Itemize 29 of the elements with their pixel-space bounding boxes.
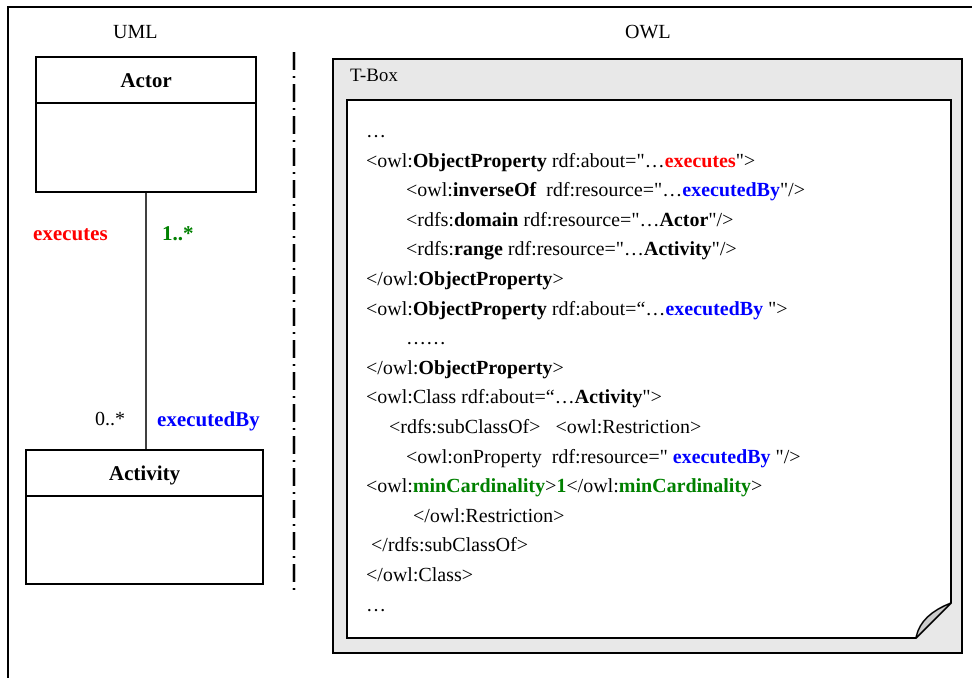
code-line: </owl:ObjectProperty> (366, 356, 564, 380)
section-title: OWL (625, 20, 671, 44)
code-line: <rdfs:domain rdf:resource="…Actor"/> (406, 208, 734, 232)
code-line: <owl:inverseOf rdf:resource="…executedBy"/> (406, 178, 805, 202)
panel-title: T-Box (350, 64, 398, 88)
multiplicity: 0..* (95, 407, 125, 431)
class-name: Activity (108, 460, 182, 487)
class-box (25, 449, 264, 585)
multiplicity: 1..* (162, 221, 194, 245)
code-line: <owl:Class rdf:about=“…Activity"> (366, 385, 662, 410)
code-line: <owl:onProperty rdf:resource=" executedBy "/> (406, 444, 801, 469)
code-line: …… (406, 326, 446, 350)
code-line: </owl:Restriction> (413, 504, 564, 528)
role-name: executedBy (157, 407, 260, 431)
code-line: … (366, 119, 386, 143)
code-line: </owl:ObjectProperty> (366, 267, 564, 291)
code-line: <rdfs:range rdf:resource="…Activity"/> (406, 237, 737, 262)
association-line (145, 193, 147, 449)
class-box (35, 56, 257, 193)
code-line: <owl:minCardinality>1</owl:minCardinality> (366, 474, 762, 498)
code-line: </owl:Class> (366, 563, 474, 587)
code-line: <owl:ObjectProperty rdf:about="…executes"> (366, 148, 756, 173)
class-name: Actor (119, 67, 173, 94)
code-line: … (366, 592, 386, 617)
section-title: UML (113, 20, 158, 44)
code-line: <rdfs:subClassOf> <owl:Restriction> (389, 415, 702, 439)
edge-label: executes (33, 221, 108, 245)
code-line: </rdfs:subClassOf> (371, 533, 528, 558)
code-line: <owl:ObjectProperty rdf:about=“…executedBy "> (366, 296, 788, 321)
